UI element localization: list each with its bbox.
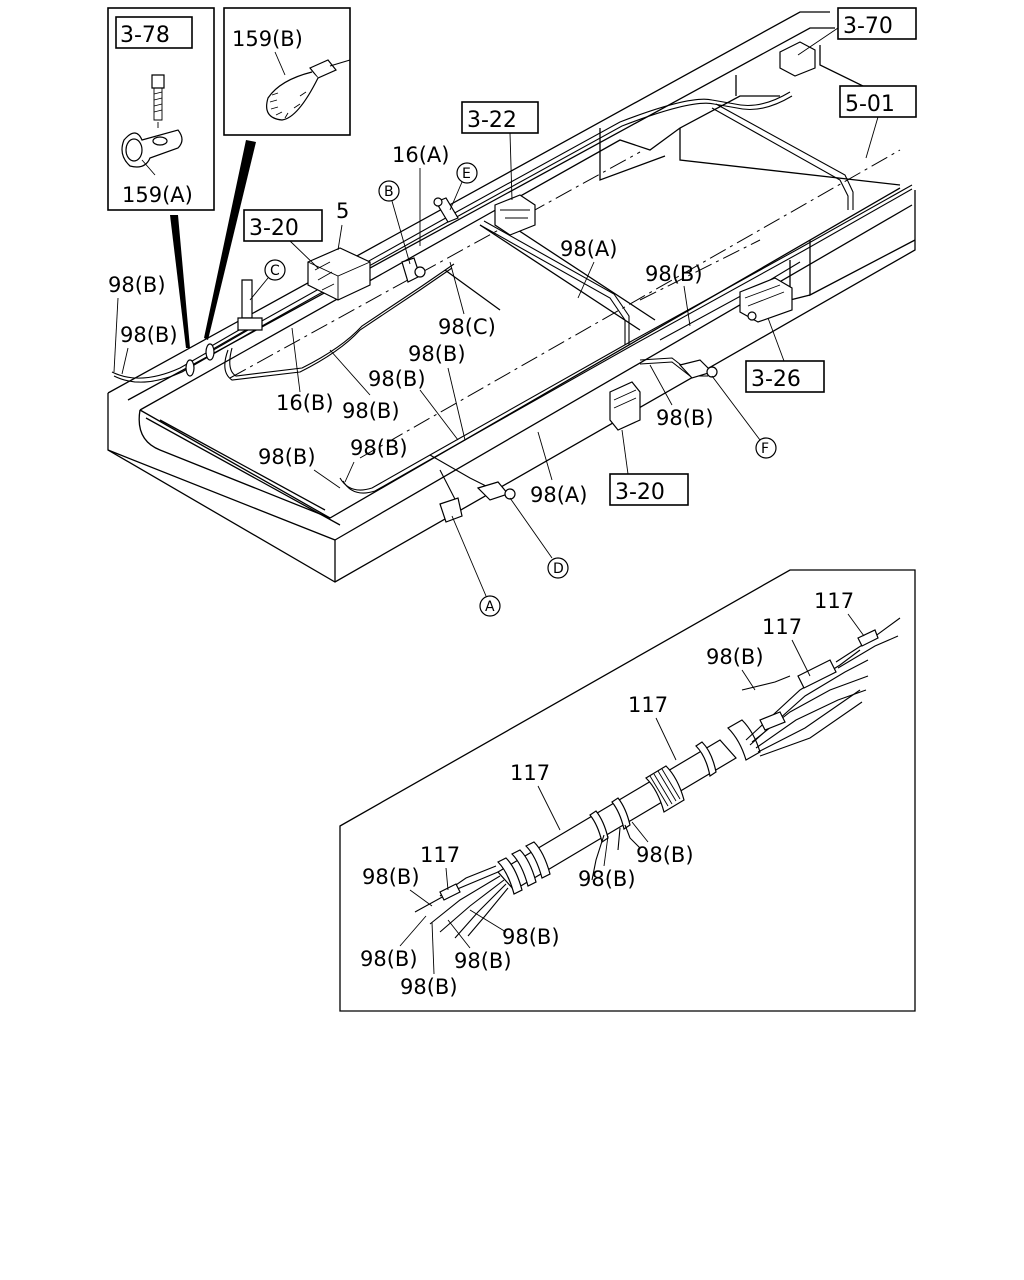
- label-16a: 16(A): [392, 143, 449, 167]
- ref-3-22: 3-22: [467, 108, 517, 133]
- label-98b-mid-1: 98(B): [408, 342, 466, 366]
- detail-98b-mid-left: 98(B): [578, 867, 636, 891]
- detail-117-upper: 117: [762, 615, 802, 639]
- ref-3-20b: 3-20: [615, 480, 665, 505]
- ref-3-70: 3-70: [843, 14, 893, 39]
- pointer-wedge-right: [204, 140, 256, 340]
- callout-d: D: [553, 561, 564, 577]
- detail-98b-mid-right: 98(B): [636, 843, 694, 867]
- callout-e: E: [462, 166, 471, 182]
- ref-box-3-26: [745, 360, 825, 393]
- chassis-frame: [107, 11, 916, 583]
- label-98b-right: 98(B): [656, 406, 714, 430]
- sensor-f: [678, 359, 714, 379]
- frame-harness-wires: [111, 91, 913, 506]
- callout-circle-c: [264, 259, 286, 281]
- label-98b-top-right: 98(B): [645, 262, 703, 286]
- connector-3-26: [739, 277, 793, 323]
- detail-117-mid: 117: [628, 693, 668, 717]
- detail-117-left: 117: [420, 843, 460, 867]
- callout-f: F: [761, 441, 769, 457]
- harness-detail-panel: 117 117 98(B) 117 117 98(B) 98(B) 117 98…: [339, 569, 916, 1012]
- callout-b: B: [384, 184, 394, 200]
- callout-circle-d: [547, 557, 569, 579]
- inset-clamp: 3-78 159(A): [107, 7, 215, 211]
- ref-3-78: 3-78: [120, 23, 170, 48]
- ref-box-3-20a: [243, 209, 323, 242]
- callout-circle-a: [479, 595, 501, 617]
- detail-98b-right-lower: 98(B): [502, 925, 560, 949]
- label-16b: 16(B): [276, 391, 334, 415]
- ref-box-3-78: [115, 16, 193, 49]
- label-159b: 159(B): [232, 27, 303, 51]
- harness-tube: [497, 739, 737, 891]
- label-98b-left-2: 98(B): [120, 323, 178, 347]
- ref-box-3-70: [837, 7, 917, 40]
- ref-3-20a: 3-20: [249, 216, 299, 241]
- bracket-lower: [609, 381, 641, 431]
- label-98b-mid-2: 98(B): [368, 367, 426, 391]
- detail-98b-lower-left: 98(B): [360, 947, 418, 971]
- detail-98b-upper: 98(B): [706, 645, 764, 669]
- sensor-a: [439, 497, 463, 523]
- label-98b-mid-3: 98(B): [342, 399, 400, 423]
- frame-components: [185, 41, 816, 523]
- inset-cable-tie: 159(B): [223, 7, 351, 136]
- label-98b-left-1: 98(B): [108, 273, 166, 297]
- label-98c: 98(C): [438, 315, 496, 339]
- circled-callouts: E B C F D A: [249, 162, 777, 617]
- reference-boxes: 3-70 5-01 3-22 3-20 3-26 3-20: [243, 7, 917, 506]
- main-labels: 16(A) 5 98(A) 98(B) 98(B) 98(B) 98(C) 98…: [108, 143, 714, 507]
- label-98a-bottom: 98(A): [530, 483, 587, 507]
- ref-3-26: 3-26: [751, 367, 801, 392]
- callout-c: C: [270, 263, 280, 279]
- callout-a: A: [485, 599, 495, 615]
- ref-5-01: 5-01: [845, 92, 895, 117]
- label-98b-bottom-2: 98(B): [350, 436, 408, 460]
- detail-98b-bottom: 98(B): [400, 975, 458, 999]
- callout-circle-b: [378, 180, 400, 202]
- detail-117-lower: 117: [510, 761, 550, 785]
- ref-box-3-22: [461, 101, 539, 134]
- connector-3-70: [779, 41, 816, 77]
- pointer-wedge-left: [170, 215, 190, 348]
- detail-98b-lower-mid: 98(B): [454, 949, 512, 973]
- label-159a: 159(A): [122, 183, 193, 207]
- label-98b-bottom-1: 98(B): [258, 445, 316, 469]
- label-98a-top: 98(A): [560, 237, 617, 261]
- callout-circle-e: [456, 162, 478, 184]
- bracket-top: [494, 194, 536, 236]
- callout-circle-f: [755, 437, 777, 459]
- ref-box-3-20b: [609, 473, 689, 506]
- relay-box: [307, 247, 371, 301]
- detail-117-top-right: 117: [814, 589, 854, 613]
- detail-98b-left: 98(B): [362, 865, 420, 889]
- label-5: 5: [336, 199, 349, 223]
